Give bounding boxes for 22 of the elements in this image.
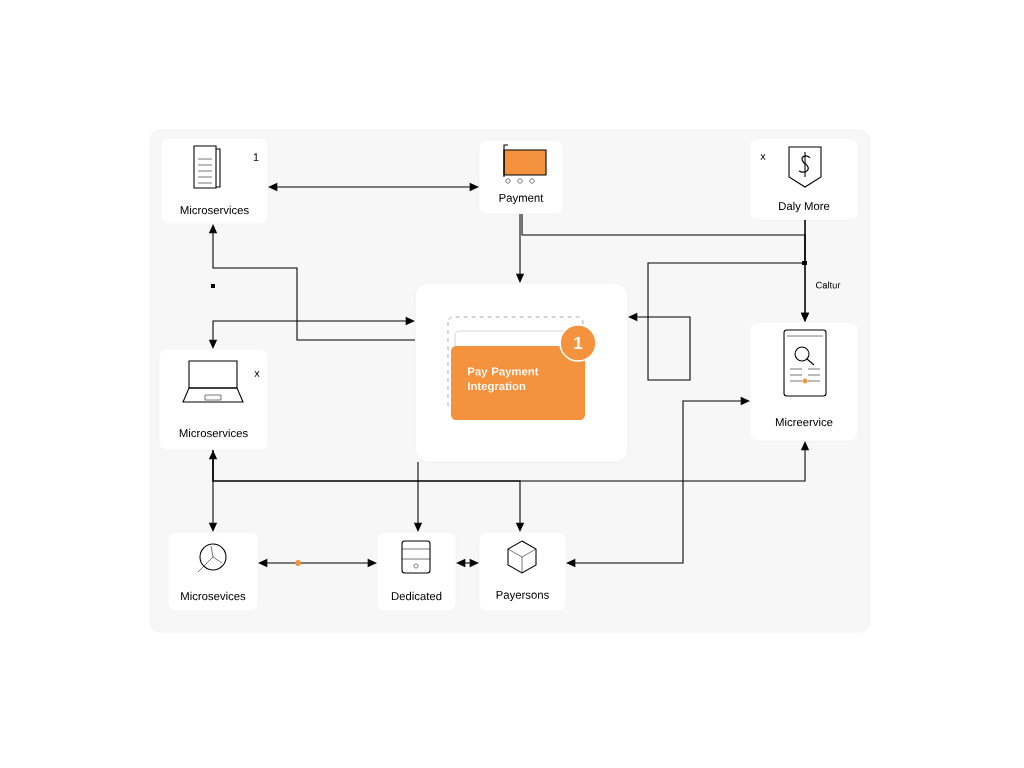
node-label: Daly More	[779, 201, 830, 213]
arrow	[628, 219, 806, 381]
number-badge: 1	[559, 324, 597, 362]
node-label: x	[760, 154, 766, 160]
arrow	[208, 224, 416, 341]
arrow	[212, 449, 525, 532]
edge-label: Caltur	[814, 280, 842, 290]
service-card: Micreervice	[749, 321, 859, 442]
arrow	[208, 450, 218, 532]
service-card: Payersons	[478, 531, 567, 612]
arrow	[268, 182, 479, 192]
node-label: x	[254, 371, 260, 377]
node-label: Microservices	[180, 205, 249, 215]
node-label: 1	[253, 153, 259, 161]
service-card: Microservices x	[158, 348, 269, 451]
arrow	[566, 396, 750, 568]
service-card: Daly More x	[749, 137, 859, 221]
arrow	[456, 558, 479, 568]
service-card: Microsevices	[167, 531, 259, 612]
arrow	[258, 558, 377, 568]
service-card: Dedicated	[376, 531, 457, 612]
node-label: Microservices	[179, 428, 248, 438]
